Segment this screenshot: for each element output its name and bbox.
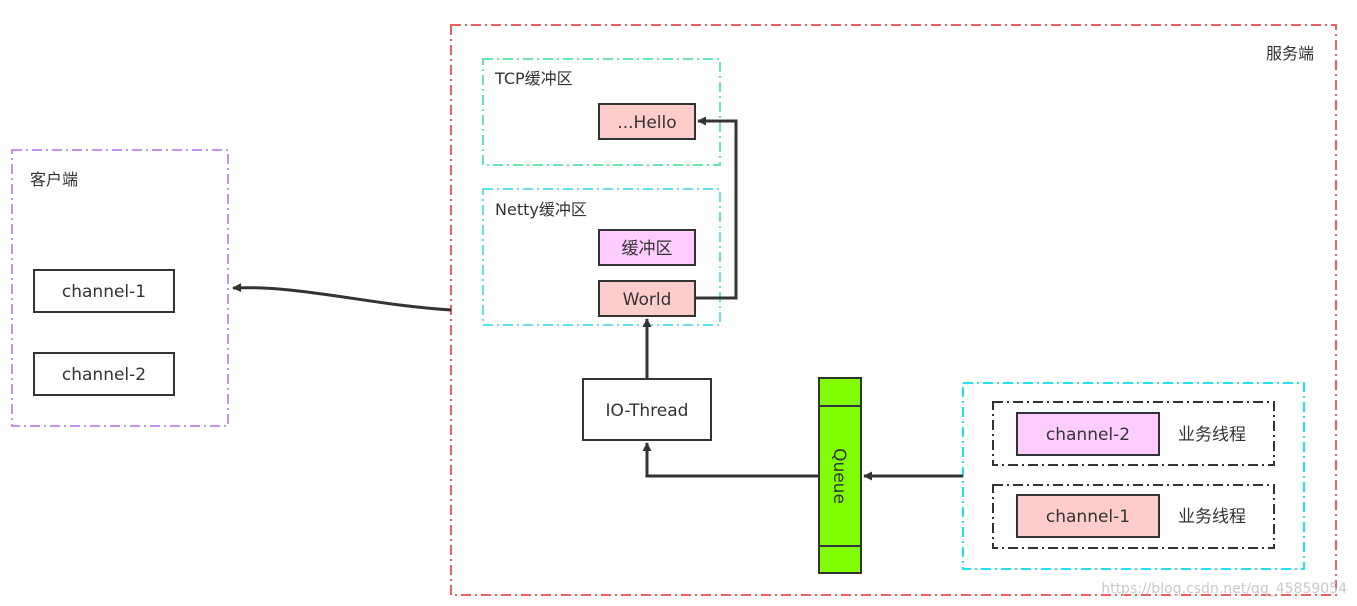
queue-label: Queue	[829, 448, 849, 504]
client-label: 客户端	[30, 170, 78, 189]
client-channel-2-label: channel-2	[62, 365, 146, 385]
tcp-buffer-label: TCP缓冲区	[494, 69, 573, 88]
io-thread-box: IO-Thread	[582, 378, 712, 441]
business-threads-container: channel-2 业务线程 channel-1 业务线程	[962, 382, 1305, 570]
watermark: https://blog.csdn.net/qq_45859054	[1101, 581, 1347, 597]
business-thread-1-label: 业务线程	[1178, 425, 1246, 445]
business-thread-2-label: 业务线程	[1178, 507, 1246, 527]
arrow-queue-to-io	[642, 442, 819, 478]
client-channel-1: channel-1	[33, 269, 175, 313]
queue-box: Queue	[818, 377, 862, 574]
arrow-world-to-hello	[695, 116, 738, 300]
server-label: 服务端	[1266, 44, 1314, 63]
business-thread-1: channel-2 业务线程	[992, 401, 1275, 466]
netty-buffer-container: Netty缓冲区 缓冲区 World	[482, 188, 721, 326]
buffer-box: 缓冲区	[598, 229, 696, 266]
tcp-buffer-container: TCP缓冲区 ...Hello	[482, 58, 721, 166]
buffer-label: 缓冲区	[622, 239, 673, 259]
hello-box: ...Hello	[598, 103, 696, 140]
client-container: 客户端 channel-1 channel-2	[11, 149, 229, 427]
client-channel-1-label: channel-1	[62, 282, 146, 302]
business-thread-2: channel-1 业务线程	[992, 484, 1275, 549]
netty-buffer-label: Netty缓冲区	[495, 200, 587, 219]
world-box: World	[598, 280, 696, 317]
hello-label: ...Hello	[617, 113, 676, 133]
arrow-server-to-client	[232, 283, 452, 312]
business-channel-2-label: channel-2	[1046, 425, 1130, 445]
io-thread-label: IO-Thread	[606, 401, 689, 421]
client-channel-2: channel-2	[33, 352, 175, 396]
world-label: World	[623, 290, 672, 310]
business-channel-1-label: channel-1	[1046, 507, 1130, 527]
